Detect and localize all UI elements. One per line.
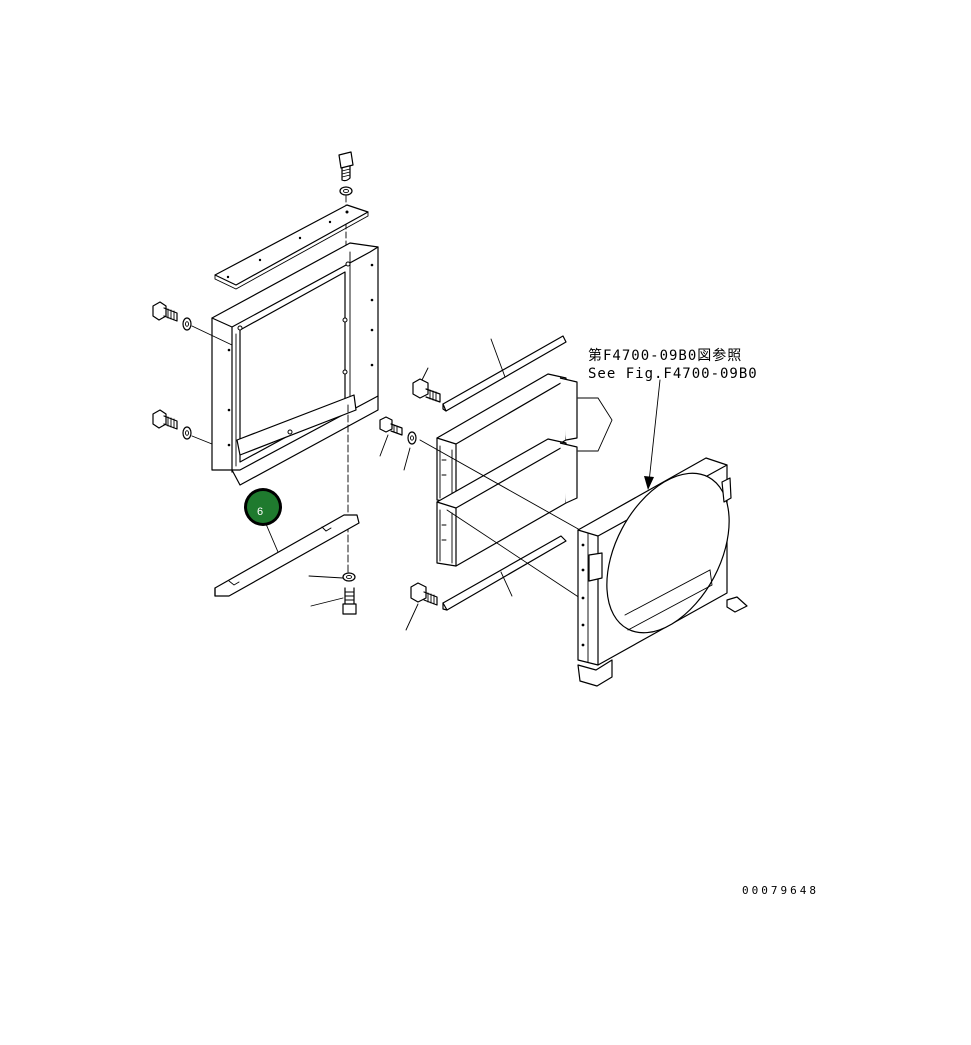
upper-strip-leader (490, 338, 506, 378)
bottom-plate (214, 514, 360, 597)
lower-bolt (410, 582, 438, 606)
reference-arrow (644, 379, 661, 490)
bottom-bolt-leader (310, 597, 344, 607)
bottom-washer (342, 572, 356, 582)
callout-6-leader (265, 523, 279, 553)
fan-shroud (577, 457, 748, 687)
top-cover-plate (214, 204, 369, 290)
reference-note-jp: 第F4700-09B0図参照 (588, 347, 742, 364)
left-upper-washer (182, 317, 192, 331)
middle-upper-bolt-leader (421, 367, 429, 381)
middle-left-bolt-leader (379, 434, 389, 457)
upper-strip (442, 335, 567, 412)
middle-washer (407, 431, 417, 445)
callout-6-fill (247, 491, 279, 523)
assembly-line-2 (446, 509, 581, 599)
top-bolt (338, 151, 354, 182)
middle-left-bolt (379, 416, 403, 436)
left-lower-bolt (152, 409, 178, 430)
lower-strip-leader (500, 571, 513, 597)
cores-brace (577, 397, 613, 452)
shroud-frame (211, 242, 379, 486)
callout-6-label: 6 (257, 506, 263, 518)
lower-bolt-leader (405, 603, 419, 631)
left-lower-washer (182, 426, 192, 440)
middle-upper-bolt (412, 378, 441, 403)
document-number: 00079648 (742, 884, 819, 897)
left-lower-leader (191, 435, 213, 445)
reference-note-en: See Fig.F4700-09B0 (588, 366, 758, 382)
radiator-cores (436, 373, 578, 567)
top-washer (339, 186, 353, 196)
left-upper-bolt (152, 301, 178, 322)
left-upper-leader (191, 325, 233, 346)
middle-washer-leader (403, 447, 411, 471)
callout-6[interactable]: 6 (244, 488, 282, 526)
bottom-washer-leader (308, 575, 344, 579)
assembly-line-1 (419, 439, 581, 531)
bottom-bolt (342, 587, 357, 615)
lower-strip (442, 535, 567, 611)
